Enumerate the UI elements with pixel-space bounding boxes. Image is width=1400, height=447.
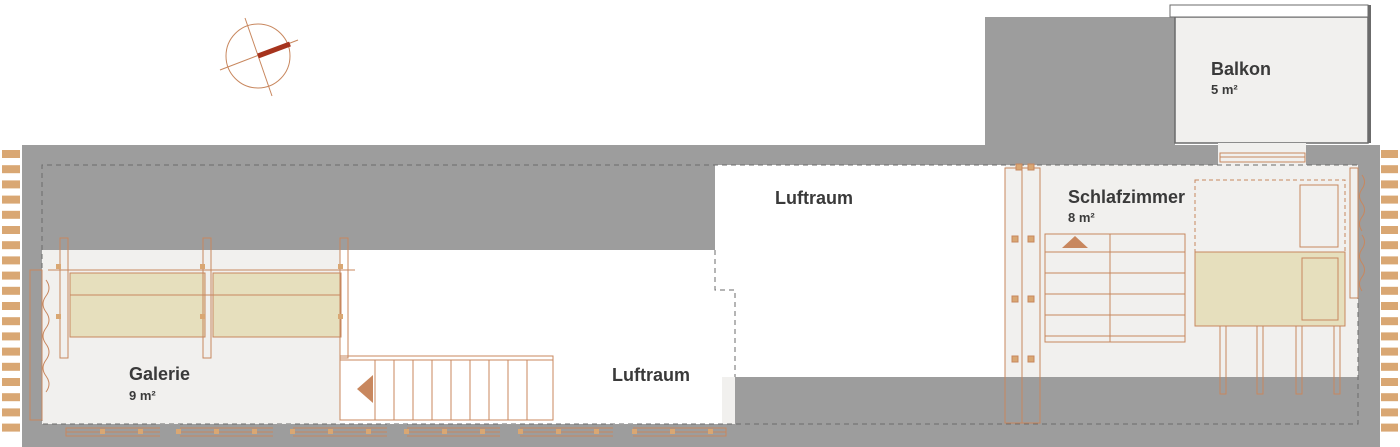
room-name-balkon: Balkon bbox=[1211, 59, 1271, 79]
brick-ticks-left bbox=[2, 150, 20, 432]
window-latch bbox=[594, 429, 599, 434]
room-name-schlafzimmer: Schlafzimmer bbox=[1068, 187, 1185, 207]
furniture-leg bbox=[1219, 325, 1227, 395]
window-latch bbox=[670, 429, 675, 434]
brick-tick bbox=[1381, 347, 1398, 356]
room-area-schlafzimmer: 8 m² bbox=[1068, 210, 1095, 225]
wall-post bbox=[500, 424, 520, 447]
brick-tick bbox=[1381, 241, 1398, 250]
window-latch bbox=[214, 429, 219, 434]
window-latch bbox=[442, 429, 447, 434]
brick-tick bbox=[2, 347, 20, 356]
brick-tick bbox=[2, 378, 20, 386]
wall-post bbox=[160, 424, 180, 447]
brick-tick bbox=[2, 210, 20, 219]
window-latch bbox=[632, 429, 637, 434]
air-space bbox=[340, 165, 1005, 424]
window-latch bbox=[252, 429, 257, 434]
brick-tick bbox=[2, 286, 20, 295]
room-name-galerie: Galerie bbox=[129, 364, 190, 384]
brick-tick bbox=[2, 226, 20, 234]
furniture-leg bbox=[1333, 325, 1341, 395]
staircase-upper bbox=[1044, 233, 1186, 343]
brick-tick bbox=[1381, 408, 1398, 417]
brick-tick bbox=[2, 180, 20, 189]
window-latch bbox=[290, 429, 295, 434]
window-latch bbox=[480, 429, 485, 434]
brick-tick bbox=[1381, 165, 1398, 174]
room-name-luftraum-lower: Luftraum bbox=[612, 365, 690, 385]
brick-tick bbox=[1381, 423, 1398, 432]
brick-tick bbox=[2, 302, 20, 310]
brick-tick bbox=[2, 332, 20, 341]
staircase-lower bbox=[339, 355, 554, 421]
brick-tick bbox=[2, 165, 20, 174]
brick-ticks-right bbox=[1381, 150, 1398, 432]
room-area-balkon: 5 m² bbox=[1211, 82, 1238, 97]
brick-tick bbox=[1381, 226, 1398, 234]
brick-tick bbox=[2, 150, 20, 158]
brick-tick bbox=[2, 423, 20, 432]
window-latch bbox=[708, 429, 713, 434]
brick-tick bbox=[1381, 180, 1398, 189]
brick-tick bbox=[1381, 256, 1398, 265]
window-latch bbox=[556, 429, 561, 434]
brick-tick bbox=[2, 362, 20, 371]
brick-tick bbox=[2, 408, 20, 417]
furniture-leg bbox=[1295, 325, 1303, 395]
brick-tick bbox=[2, 256, 20, 265]
brick-tick bbox=[2, 271, 20, 280]
window-latch bbox=[518, 429, 523, 434]
brick-tick bbox=[1381, 362, 1398, 371]
window-latch bbox=[328, 429, 333, 434]
stair-direction-arrow-up bbox=[1062, 236, 1088, 248]
furniture-leg bbox=[1256, 325, 1264, 395]
window-latch bbox=[138, 429, 143, 434]
window-latch bbox=[176, 429, 181, 434]
brick-tick bbox=[1381, 286, 1398, 295]
brick-tick bbox=[1381, 302, 1398, 310]
balkon-door bbox=[1219, 152, 1306, 163]
window-left bbox=[29, 269, 50, 421]
window-latch bbox=[366, 429, 371, 434]
brick-tick bbox=[1381, 210, 1398, 219]
brick-tick bbox=[1381, 150, 1398, 158]
room-area-galerie: 9 m² bbox=[129, 388, 156, 403]
brick-tick bbox=[2, 393, 20, 402]
stair-direction-arrow-left bbox=[357, 375, 373, 403]
balkon-area bbox=[1169, 4, 1371, 165]
room-name-luftraum-upper: Luftraum bbox=[775, 188, 853, 208]
wall-post bbox=[387, 424, 407, 447]
brick-tick bbox=[2, 241, 20, 250]
window-bottom bbox=[65, 424, 727, 447]
compass-icon bbox=[219, 17, 299, 97]
brick-tick bbox=[1381, 378, 1398, 386]
brick-tick bbox=[1381, 195, 1398, 204]
gallery-shelves bbox=[48, 237, 355, 359]
brick-tick bbox=[1381, 271, 1398, 280]
brick-tick bbox=[1381, 317, 1398, 326]
window-right bbox=[1349, 167, 1365, 299]
bedroom-furniture bbox=[1194, 179, 1346, 395]
door-frame bbox=[1004, 163, 1041, 424]
brick-tick bbox=[2, 317, 20, 326]
window-latch bbox=[100, 429, 105, 434]
window-latch bbox=[404, 429, 409, 434]
wall-post bbox=[613, 424, 633, 447]
brick-tick bbox=[2, 195, 20, 204]
brick-tick bbox=[1381, 332, 1398, 341]
brick-tick bbox=[1381, 393, 1398, 402]
wall-post bbox=[273, 424, 293, 447]
